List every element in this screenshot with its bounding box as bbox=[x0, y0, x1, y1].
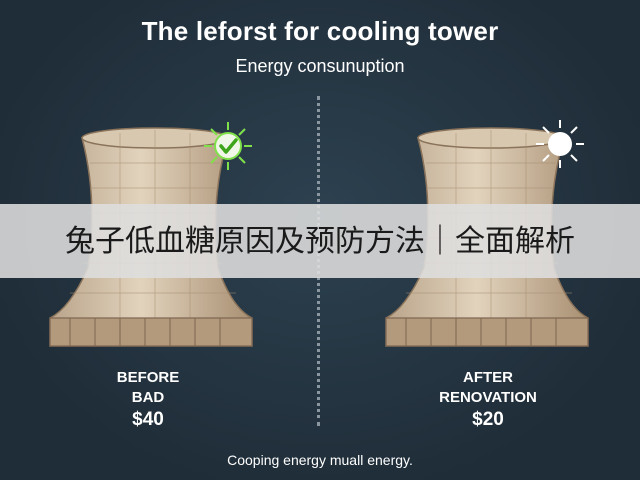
before-price: $40 bbox=[132, 409, 164, 430]
before-caption: BEFORE BAD $40 bbox=[88, 368, 208, 430]
after-sublabel: RENOVATION bbox=[439, 389, 537, 406]
overlay-banner bbox=[0, 204, 640, 278]
page-subtitle: Energy consunuption bbox=[235, 56, 405, 76]
cooling-tower-after bbox=[376, 118, 606, 354]
after-label: AFTER bbox=[463, 369, 513, 386]
page-title: The leforst for cooling tower bbox=[141, 16, 499, 46]
before-sublabel: BAD bbox=[131, 389, 165, 406]
check-badge-icon bbox=[204, 122, 252, 170]
after-caption: AFTER RENOVATION $20 bbox=[408, 368, 568, 430]
sun-burst-icon bbox=[536, 120, 584, 168]
after-price: $20 bbox=[472, 409, 504, 430]
overlay-title: 兔子低血糖原因及预防方法｜全面解析 bbox=[65, 224, 575, 259]
before-label: BEFORE bbox=[116, 369, 180, 386]
footer-note: Cooping energy muall energy. bbox=[227, 452, 413, 468]
